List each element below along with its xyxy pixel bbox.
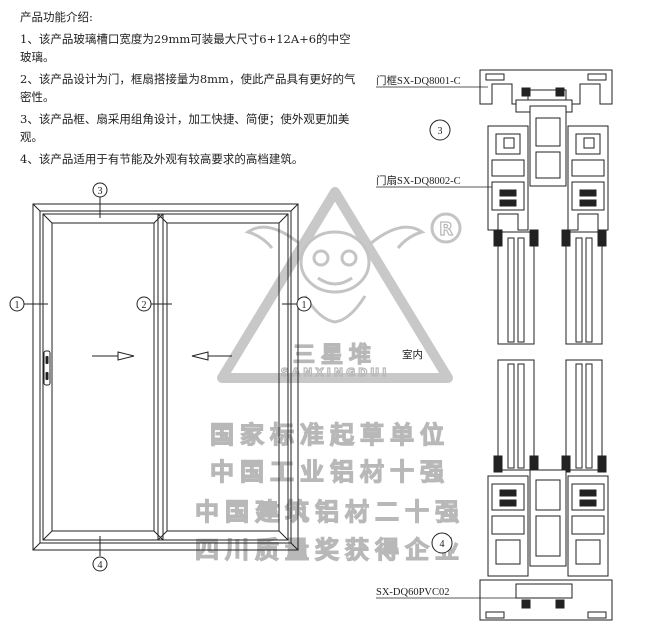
inner-frame-line [39, 210, 292, 544]
right-sash-glass [166, 222, 280, 532]
upper-glazing [493, 229, 607, 345]
interlock-profile [529, 105, 567, 187]
marker-label-left: 1 [15, 300, 20, 311]
indoor-label: 室内 [402, 348, 423, 361]
intro-item-2: 2、该产品设计为门，框扇搭接量为8mm，使此产品具有更好的气密性。 [20, 72, 356, 104]
section-annotations: 门框SX-DQ8001-C 门扇SX-DQ8002-C SX-DQ60PVC02… [376, 74, 516, 599]
watermark: R 三星堆 SANXINGDUI 国家标准起草单位 中国工业铝材十强 中国建筑铝… [194, 187, 465, 565]
watermark-line-2: 中国工业铝材十强 [210, 458, 450, 486]
sash-profile-label: 门扇SX-DQ8002-C [376, 174, 461, 187]
section-marker-top-label: 3 [438, 126, 443, 137]
marker-label-center: 2 [142, 300, 147, 311]
left-sash [42, 213, 164, 541]
marker-circle [92, 182, 108, 198]
marker-label-top: 3 [98, 186, 103, 197]
left-sash-profile [487, 125, 529, 231]
slide-left-arrow-icon [191, 351, 232, 361]
pvc-profile-label: SX-DQ60PVC02 [376, 587, 450, 598]
marker-circle [136, 296, 152, 312]
marker-circle [92, 556, 108, 572]
frame-profile-label: 门框SX-DQ8001-C [376, 74, 461, 87]
intro-title: 产品功能介绍: [20, 10, 93, 24]
intro-item-1: 1、该产品玻璃槽口宽度为29mm可装最大尺寸6+12A+6的中空玻璃。 [20, 32, 351, 64]
right-sash [157, 213, 289, 541]
lower-glazing [493, 359, 607, 473]
marker-label-bottom: 4 [98, 560, 103, 571]
section-marker-bottom [431, 532, 453, 554]
door-elevation [20, 196, 299, 556]
watermark-line-3: 中国建筑铝材二十强 [195, 498, 465, 526]
left-sash-glass [51, 222, 155, 532]
elevation-markers: 1 2 1 3 4 [9, 182, 312, 572]
outer-frame [32, 203, 299, 551]
watermark-mask-icon [244, 225, 426, 324]
watermark-line-1: 国家标准起草单位 [210, 421, 450, 449]
right-sash-profile [567, 125, 609, 231]
marker-circle [296, 296, 312, 312]
registered-mark-letter: R [439, 219, 453, 240]
section-marker-bottom-label: 4 [440, 539, 445, 550]
marker-circle [9, 296, 25, 312]
watermark-brand-en: SANXINGDUI [281, 366, 390, 379]
watermark-brand-cn: 三星堆 [293, 343, 377, 368]
section-marker-top [429, 119, 451, 141]
lower-sash-profile [487, 469, 609, 577]
intro-item-4: 4、该产品适用于有节能及外观有较高要求的高档建筑。 [20, 152, 304, 166]
registered-mark-icon [430, 212, 462, 244]
bottom-frame-profile [479, 579, 613, 621]
intro-item-3: 3、该产品框、扇采用组角设计，加工快捷、简便；使外观更加美观。 [20, 112, 350, 144]
product-intro: 产品功能介绍: 1、该产品玻璃槽口宽度为29mm可装最大尺寸6+12A+6的中空… [20, 8, 360, 168]
profile-section [479, 69, 613, 621]
slide-right-arrow-icon [92, 351, 135, 361]
marker-label-right: 1 [302, 300, 307, 311]
